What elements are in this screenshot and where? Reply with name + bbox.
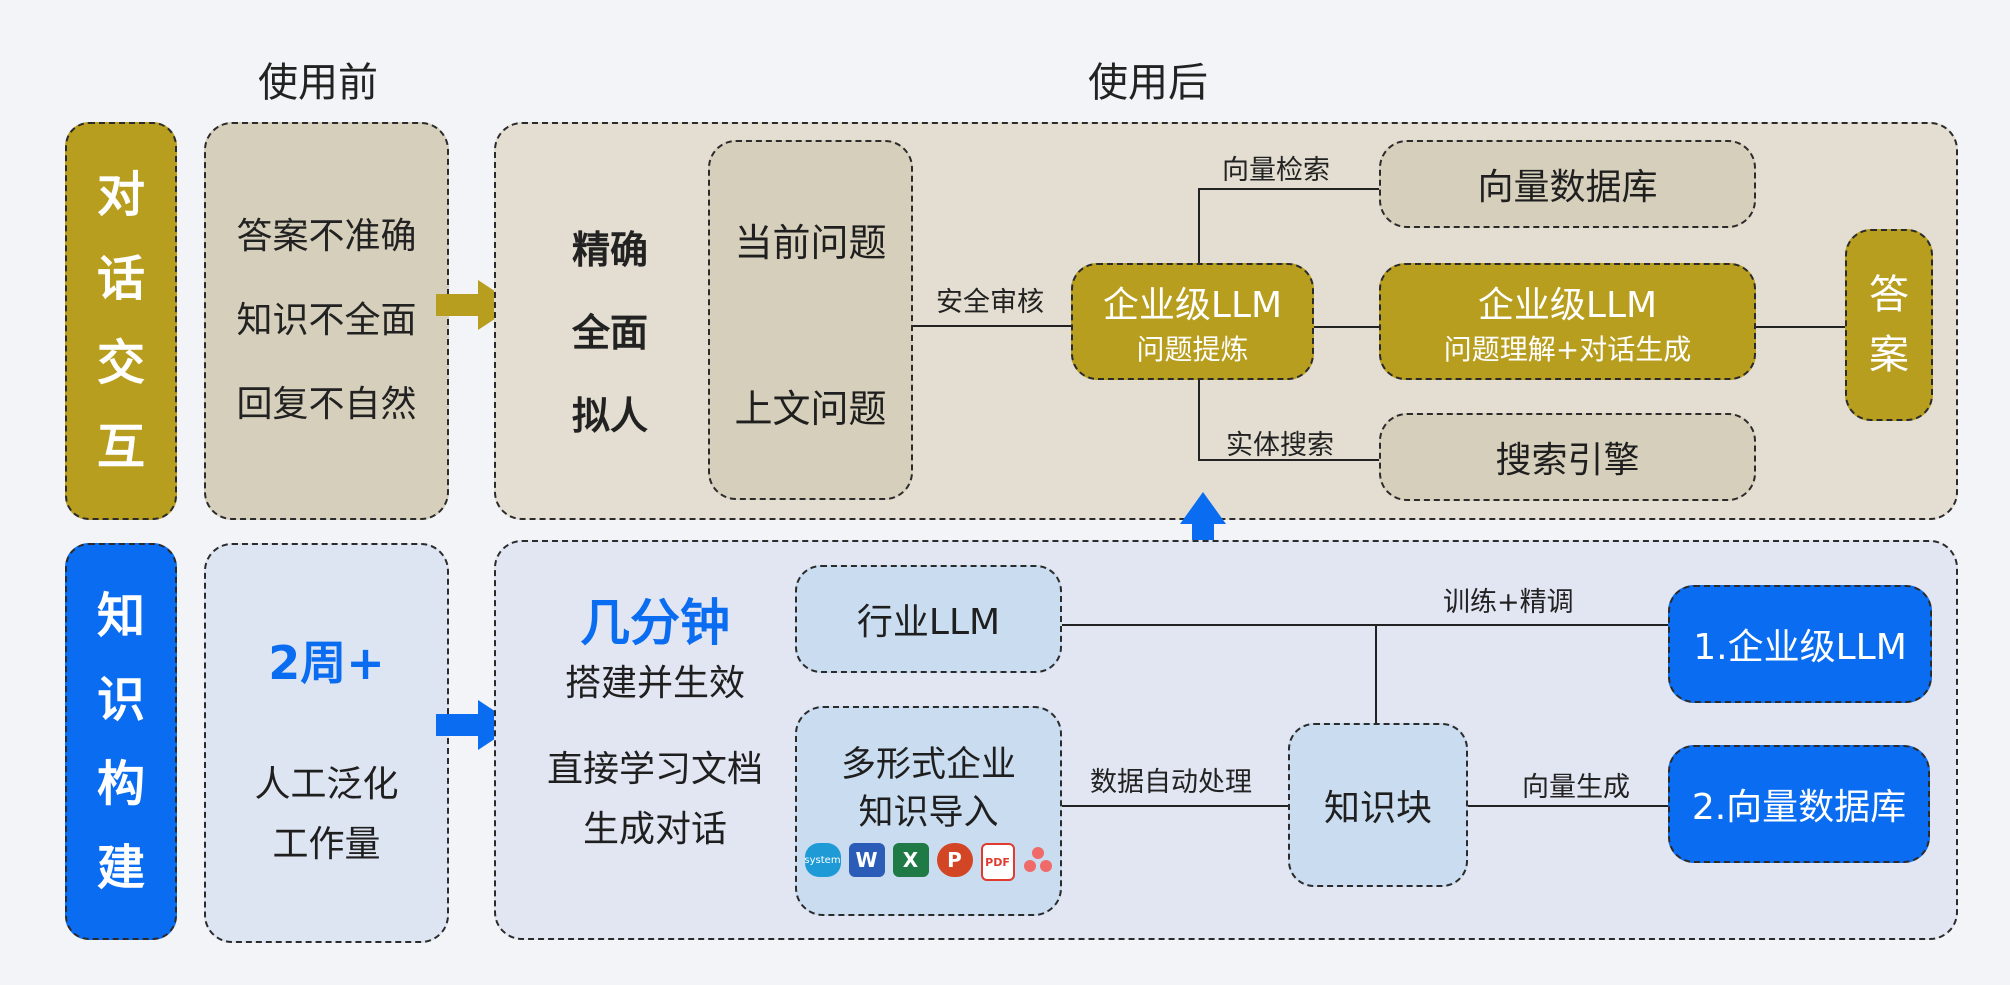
excel-icon: X xyxy=(892,843,929,877)
import-line: 多形式企业 xyxy=(840,745,1016,785)
dialog-features: 精确 全面 拟人 xyxy=(540,208,680,458)
connector-line xyxy=(1198,188,1379,190)
after-sub-text: 搭建并生效 xyxy=(564,663,745,704)
after-big-text: 几分钟 xyxy=(580,594,730,652)
salesforce-icon: system xyxy=(804,843,841,877)
before-line: 人工泛化 xyxy=(254,764,399,805)
header-after: 使用后 xyxy=(1088,60,1208,106)
llm-main-sub: 问题理解+对话生成 xyxy=(1443,332,1692,366)
after-line: 生成对话 xyxy=(582,809,727,850)
knowledge-import-box: 多形式企业 知识导入 system W X P PDF xyxy=(795,706,1062,916)
llm-refine-sub: 问题提炼 xyxy=(1136,332,1249,366)
knowledge-after-summary: 几分钟 搭建并生效 直接学习文档 生成对话 xyxy=(520,590,790,860)
feature-item: 精确 xyxy=(571,227,648,272)
dialog-side-char: 话 xyxy=(96,251,145,307)
llm-main-title: 企业级LLM xyxy=(1477,284,1658,326)
output-llm-box: 1.企业级LLM xyxy=(1668,585,1932,703)
asana-icon xyxy=(1023,847,1052,872)
llm-main-box: 企业级LLM 问题理解+对话生成 xyxy=(1379,263,1756,380)
search-engine-box: 搜索引擎 xyxy=(1379,413,1756,501)
llm-refine-box: 企业级LLM 问题提炼 xyxy=(1071,263,1314,380)
knowledge-block-box: 知识块 xyxy=(1288,723,1468,887)
answer-char: 案 xyxy=(1869,332,1909,378)
dialog-side-char: 对 xyxy=(96,167,145,223)
connector-line xyxy=(1756,326,1845,328)
answer-char: 答 xyxy=(1869,272,1909,318)
dialog-before-box: 答案不准确 知识不全面 回复不自然 xyxy=(204,122,449,520)
dialog-side-char: 互 xyxy=(96,419,145,475)
connector-line xyxy=(1198,459,1379,461)
label-security: 安全审核 xyxy=(936,287,1044,318)
connector-line xyxy=(1468,805,1668,807)
knowledge-side-char: 知 xyxy=(96,587,145,644)
word-icon: W xyxy=(848,843,885,877)
connector-line xyxy=(1062,805,1288,807)
file-icons: system W X P PDF xyxy=(804,843,1053,881)
label-entity-search: 实体搜索 xyxy=(1226,430,1334,461)
arrow-up-blue-icon xyxy=(1180,492,1226,570)
before-item: 回复不自然 xyxy=(236,384,417,425)
answer-box: 答 案 xyxy=(1845,229,1933,421)
knowledge-side-char: 建 xyxy=(96,839,145,896)
question-current: 当前问题 xyxy=(734,221,887,265)
connector-line xyxy=(913,325,1071,327)
before-item: 答案不准确 xyxy=(236,216,417,257)
import-line: 知识导入 xyxy=(858,793,999,833)
connector-line xyxy=(1198,380,1200,460)
label-vector-search: 向量检索 xyxy=(1222,155,1330,186)
knowledge-side-char: 识 xyxy=(96,671,145,728)
connector-line xyxy=(1314,326,1379,328)
connector-line xyxy=(1062,624,1668,626)
feature-item: 全面 xyxy=(571,310,648,355)
before-line: 工作量 xyxy=(272,824,381,865)
pdf-icon: PDF xyxy=(980,843,1015,881)
knowledge-before-box: 2周+ 人工泛化 工作量 xyxy=(204,543,449,943)
questions-box: 当前问题 上文问题 xyxy=(708,140,913,500)
before-item: 知识不全面 xyxy=(236,300,417,341)
feature-item: 拟人 xyxy=(571,393,648,438)
connector-line xyxy=(1198,188,1200,263)
label-auto-process: 数据自动处理 xyxy=(1090,767,1252,798)
label-vector-gen: 向量生成 xyxy=(1522,772,1630,803)
before-big-text: 2周+ xyxy=(268,636,385,690)
knowledge-side-label: 知 识 构 建 xyxy=(65,543,177,940)
before-lines: 人工泛化 工作量 xyxy=(206,755,447,875)
output-db-box: 2.向量数据库 xyxy=(1668,745,1930,863)
after-line: 直接学习文档 xyxy=(546,749,763,790)
knowledge-side-char: 构 xyxy=(96,755,145,812)
connector-line xyxy=(1375,625,1377,723)
industry-llm-box: 行业LLM xyxy=(795,565,1062,673)
header-before: 使用前 xyxy=(258,60,378,106)
question-context: 上文问题 xyxy=(734,387,887,431)
powerpoint-icon: P xyxy=(936,843,973,877)
dialog-side-label: 对 话 交 互 xyxy=(65,122,177,520)
llm-refine-title: 企业级LLM xyxy=(1102,284,1283,326)
vector-db-box: 向量数据库 xyxy=(1379,140,1756,228)
dialog-side-char: 交 xyxy=(96,335,145,391)
label-train: 训练+精调 xyxy=(1443,587,1574,618)
